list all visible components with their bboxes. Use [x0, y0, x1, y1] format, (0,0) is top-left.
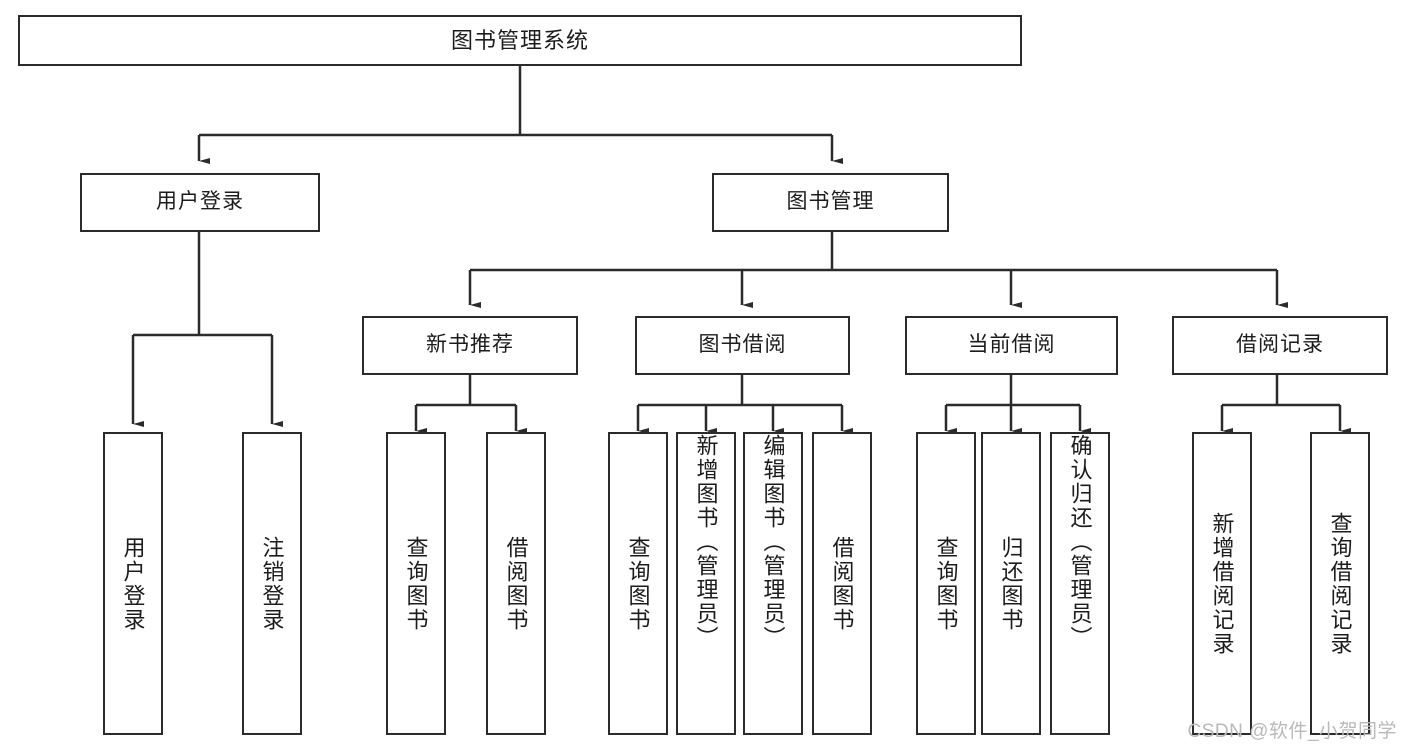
node-label: 新增图书（管理员） — [693, 434, 719, 650]
node-book-management[interactable]: 图书管理 — [712, 173, 949, 232]
node-user-login[interactable]: 用户登录 — [80, 173, 320, 232]
leaf-borrow-edit-book[interactable]: 编辑图书（管理员） — [743, 432, 803, 735]
node-label: 归还图书 — [998, 535, 1024, 632]
leaf-user-login-logout[interactable]: 注销登录 — [242, 432, 302, 735]
node-label: 借阅记录 — [1236, 333, 1324, 357]
node-label: 注销登录 — [259, 535, 285, 632]
leaf-user-login-login[interactable]: 用户登录 — [103, 432, 163, 735]
node-label: 确认归还（管理员） — [1067, 434, 1093, 650]
node-label: 查询图书 — [933, 535, 959, 632]
leaf-new-book-borrow[interactable]: 借阅图书 — [486, 432, 546, 735]
leaf-borrow-borrow-book[interactable]: 借阅图书 — [812, 432, 872, 735]
node-label: 图书管理系统 — [450, 27, 589, 53]
leaf-borrow-add-book[interactable]: 新增图书（管理员） — [676, 432, 736, 735]
node-label: 图书借阅 — [698, 333, 787, 357]
node-current-borrow[interactable]: 当前借阅 — [905, 316, 1118, 375]
node-label: 查询图书 — [625, 535, 651, 632]
node-label: 查询借阅记录 — [1327, 511, 1353, 656]
node-label: 用户登录 — [120, 535, 146, 632]
node-new-book-recommend[interactable]: 新书推荐 — [362, 316, 578, 375]
node-book-borrow[interactable]: 图书借阅 — [635, 316, 850, 375]
node-label: 新书推荐 — [426, 333, 514, 357]
node-label: 借阅图书 — [503, 535, 529, 632]
leaf-current-return-book[interactable]: 归还图书 — [981, 432, 1041, 735]
leaf-borrow-query-book[interactable]: 查询图书 — [608, 432, 668, 735]
node-label: 图书管理 — [786, 190, 875, 214]
node-label: 查询图书 — [403, 535, 429, 632]
leaf-record-query-record[interactable]: 查询借阅记录 — [1310, 432, 1370, 735]
node-label: 当前借阅 — [967, 333, 1056, 357]
node-label: 新增借阅记录 — [1209, 511, 1235, 656]
leaf-current-confirm-return[interactable]: 确认归还（管理员） — [1050, 432, 1110, 735]
node-label: 借阅图书 — [829, 535, 855, 632]
node-label: 用户登录 — [156, 190, 244, 214]
node-root-system[interactable]: 图书管理系统 — [18, 15, 1022, 66]
node-label: 编辑图书（管理员） — [760, 434, 786, 650]
leaf-new-book-query[interactable]: 查询图书 — [386, 432, 446, 735]
leaf-record-add-record[interactable]: 新增借阅记录 — [1192, 432, 1252, 735]
node-borrow-record[interactable]: 借阅记录 — [1172, 316, 1388, 375]
watermark-text: CSDN @软件_小贺同学 — [1187, 721, 1397, 742]
leaf-current-query-book[interactable]: 查询图书 — [916, 432, 976, 735]
